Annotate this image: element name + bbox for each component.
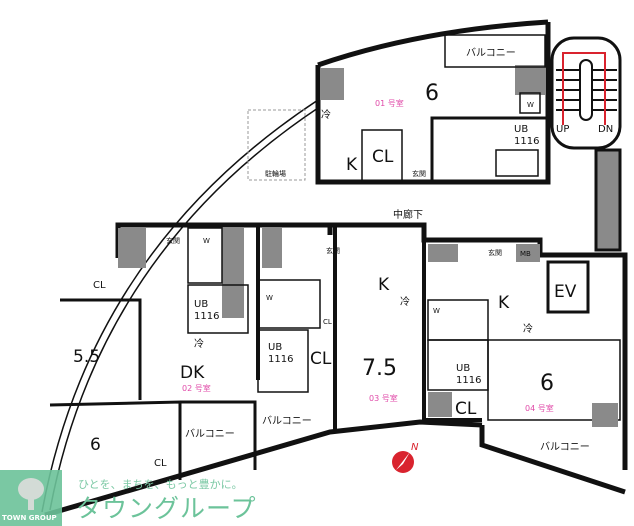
- unit02-fridge: 冷: [194, 337, 204, 350]
- unit03-kitchen: K: [378, 275, 390, 295]
- unit03-closet: CL: [323, 318, 332, 326]
- unit02-bath: UB: [194, 299, 208, 310]
- unit04-closet: CL: [455, 399, 477, 419]
- unit04-fridge: 冷: [523, 322, 533, 335]
- bicycle-parking-label: 駐輪場: [265, 169, 286, 178]
- meter-box-label: MB: [520, 250, 531, 258]
- unit03-fridge: 冷: [400, 295, 410, 308]
- outer-facade-arc: [41, 99, 319, 513]
- tree-trunk-icon: [28, 498, 34, 510]
- unit02-main-room: DK: [180, 363, 205, 383]
- tree-icon: [18, 478, 44, 500]
- unit01-entrance: 玄関: [412, 169, 426, 178]
- unit04-kitchen: K: [498, 293, 510, 313]
- stairs-down-label: DN: [598, 124, 613, 135]
- logo-brand: タウングループ: [76, 494, 257, 523]
- unit01-bath: UB: [514, 124, 528, 135]
- unit02-entrance: 玄関: [166, 236, 180, 245]
- unit04-washer: W: [433, 307, 440, 315]
- unit01-id: 01 号室: [375, 98, 404, 108]
- unit02-id: 02 号室: [182, 383, 211, 393]
- unit01-kitchen: K: [346, 155, 358, 175]
- unit02-washer: W: [203, 237, 210, 245]
- unit02-room-b: 6: [90, 435, 101, 455]
- unit04-id: 04 号室: [525, 403, 554, 413]
- unit02-bath-size: 1116: [194, 311, 219, 322]
- unit04-entrance: 玄関: [488, 248, 502, 257]
- bicycle-parking-area: [247, 109, 306, 181]
- unit04-bath-size: 1116: [456, 375, 481, 386]
- unit-01: [315, 22, 551, 185]
- unit01-bath-size: 1116: [514, 136, 539, 147]
- unit01-main-room: 6: [425, 81, 439, 106]
- unit03-id: 03 号室: [369, 393, 398, 403]
- unit04-main-room: 6: [540, 371, 554, 396]
- elevator-label: EV: [554, 282, 577, 302]
- unit04-balcony: バルコニー: [540, 441, 590, 453]
- unit03-entrance: 玄関: [326, 246, 340, 255]
- unit04-bath: UB: [456, 363, 470, 374]
- unit02-room-a: 5.5: [73, 347, 100, 367]
- logo-tagline: ひとを、まちを、もっと豊かに。: [78, 478, 243, 491]
- unit02-closet-b: CL: [154, 458, 167, 469]
- logo-company-en: TOWN GROUP: [2, 514, 57, 522]
- unit02-balcony: バルコニー: [185, 428, 235, 440]
- unit01-fridge: 冷: [321, 108, 331, 121]
- stairs-up-label: UP: [556, 124, 569, 135]
- corridor-label: 中廊下: [393, 208, 423, 221]
- lower-walls: [44, 222, 628, 518]
- unit03-bath: UB: [268, 342, 282, 353]
- unit02-closet: CL: [93, 280, 106, 291]
- shaft: [594, 148, 622, 252]
- stairs: [550, 36, 622, 150]
- outer-facade-arc-inner: [49, 107, 319, 511]
- unit01-closet: CL: [372, 147, 394, 167]
- north-compass-icon: N: [392, 442, 419, 473]
- town-group-logo: [0, 470, 62, 526]
- unit03-balcony: バルコニー: [262, 415, 312, 427]
- svg-text:N: N: [411, 442, 419, 453]
- unit01-washer: W: [527, 101, 534, 109]
- unit03-closet-b: CL: [310, 349, 332, 369]
- unit03-bath-size: 1116: [268, 354, 293, 365]
- unit03-main-room: 7.5: [362, 356, 397, 381]
- unit03-washer: W: [266, 294, 273, 302]
- unit01-balcony: バルコニー: [466, 47, 516, 59]
- unit01-top-arc: [317, 19, 549, 68]
